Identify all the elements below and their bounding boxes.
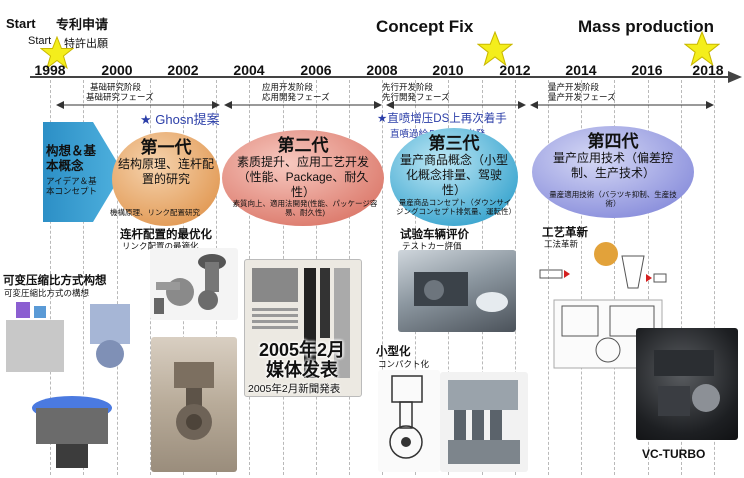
gen3-title: 第三代 <box>428 134 480 153</box>
year-label: 2010 <box>432 62 464 78</box>
year-label: 2006 <box>300 62 332 78</box>
gen4-text: 第四代 量产应用技术（偏差控制、生产技术） <box>546 132 680 181</box>
phase-adv-arrow <box>386 101 526 109</box>
patent-label-cn: 专利申请 <box>56 17 109 32</box>
linkage-caption: 连杆配置的最优化 <box>120 229 212 241</box>
concept-chevron-icon <box>43 122 123 222</box>
gen1-text: 第一代 结构原理、连杆配置的研究 <box>118 138 215 187</box>
linkage-caption-jp: リンク配置の最適化 <box>122 241 199 251</box>
gen1-title: 第一代 <box>140 138 192 157</box>
start-label: Start <box>6 16 36 31</box>
phase-app-arrow <box>224 101 382 109</box>
gen3-text: 第三代 量产商品概念（小型化概念排量、驾驶性） <box>398 134 510 198</box>
linkage-photo <box>150 248 238 320</box>
vcr-caption-jp: 可変圧縮比方式の構想 <box>4 288 90 298</box>
phase-basic-jp: 基础研究フェーズ <box>86 92 154 102</box>
media-caption-jp: 2005年2月新聞発表 <box>248 383 341 395</box>
concept-fix-label: Concept Fix <box>376 17 474 36</box>
phase-mass-jp: 量产开发フェーズ <box>548 92 616 102</box>
gen2-oval <box>222 130 384 226</box>
vcturbo-engine-photo <box>636 328 738 440</box>
test-caption-jp: テストカー評価 <box>402 241 462 251</box>
phase-adv-label: 先行开发阶段 先行開発フェーズ <box>382 82 450 102</box>
test-caption: 试验车辆评价 <box>400 229 469 241</box>
start-star-icon <box>40 36 74 70</box>
phase-app-jp: 応用開発フェーズ <box>262 92 330 102</box>
gen1-body: 结构原理、连杆配置的研究 <box>118 157 215 186</box>
year-label: 2002 <box>167 62 199 78</box>
vcr-piston-photo <box>32 396 112 468</box>
patent-label-jp: 特許出願 <box>64 38 108 50</box>
process-parts-photo <box>539 242 667 289</box>
phase-adv-cn: 先行开发阶段 <box>382 82 434 92</box>
grid-line <box>581 80 582 475</box>
gen4-jp: 量産適用技術（バラツキ抑制、生産技術） <box>549 190 677 208</box>
gen3-jp: 量産商品コンセプト（ダウンサイジングコンセプト排気量、運転性） <box>396 198 516 216</box>
gen1-jp: 機構原理、リンク配置研究 <box>110 208 200 217</box>
gen2-title: 第二代 <box>277 136 329 155</box>
year-label: 2018 <box>692 62 724 78</box>
grid-line <box>382 80 383 475</box>
phase-adv-jp: 先行開発フェーズ <box>382 92 450 102</box>
year-label: 2012 <box>499 62 531 78</box>
gen2-jp: 素質向上、適用法開発(性能、パッケージ容易、耐久性) <box>232 199 378 217</box>
year-label: 1998 <box>34 62 66 78</box>
gen4-oval <box>532 126 694 218</box>
timeline-axis <box>30 76 736 78</box>
phase-app-cn: 应用开发阶段 <box>262 82 314 92</box>
gen3-body: 量产商品概念（小型化概念排量、驾驶性） <box>399 153 508 197</box>
year-label: 2016 <box>631 62 663 78</box>
phase-mass-label: 量产开发阶段 量产开发フェーズ <box>548 82 616 102</box>
grid-line <box>714 80 715 475</box>
year-label: 2000 <box>101 62 133 78</box>
phase-app-label: 应用开发阶段 応用開発フェーズ <box>262 82 330 102</box>
mass-star-icon <box>684 31 720 67</box>
timeline-arrowhead-icon <box>728 71 742 83</box>
media-caption: 2005年2月媒体发表 <box>258 340 346 380</box>
year-label: 2008 <box>366 62 398 78</box>
start-label-jp: Start <box>28 35 52 47</box>
gen2-text: 第二代 素质提升、应用工艺开发（性能、Package、耐久性） <box>232 136 374 200</box>
phase-basic-label: 基础研究阶段 基础研究フェーズ <box>86 82 154 102</box>
vcturbo-caption: VC-TURBO <box>642 447 706 461</box>
grid-line <box>614 80 615 475</box>
grid-line <box>83 80 84 475</box>
engine-block-detail <box>174 362 214 440</box>
vcturbo-engine-detail <box>654 350 720 416</box>
year-label: 2014 <box>565 62 597 78</box>
gen4-body: 量产应用技术（偏差控制、生产技术） <box>552 151 673 180</box>
vcr-concept-photo <box>6 302 130 372</box>
concept-star-icon <box>477 31 513 67</box>
ghosn-note: ★ Ghosn提案 <box>140 112 220 127</box>
grid-line <box>117 80 118 475</box>
vcr-caption: 可变压缩比方式构想 <box>3 275 107 287</box>
gen3-oval <box>390 128 518 226</box>
process-caption-jp: 工法革新 <box>544 239 579 249</box>
phase-mass-arrow <box>530 101 714 109</box>
phase-basic-arrow <box>56 101 220 109</box>
compact-caption: 小型化 <box>376 346 411 358</box>
concept-label-cn: 构想＆基本概念 <box>46 144 97 173</box>
concept-label-jp: アイデア＆基本コンセプト <box>46 176 98 196</box>
restart-note: ★直喷增压DS上再次着手 <box>377 113 507 125</box>
gen2-body: 素质提升、应用工艺开发（性能、Package、耐久性） <box>236 155 369 199</box>
compact-engine-photo <box>378 370 440 472</box>
mass-production-label: Mass production <box>578 17 715 36</box>
test-car-detail <box>414 272 508 312</box>
gen4-title: 第四代 <box>587 132 639 151</box>
compact-caption-jp: コンパクト化 <box>378 359 430 369</box>
grid-line <box>681 80 682 475</box>
phase-basic-cn: 基础研究阶段 <box>90 82 142 92</box>
phase-mass-cn: 量产开发阶段 <box>548 82 600 92</box>
newspaper-detail <box>252 268 350 378</box>
year-label: 2004 <box>233 62 265 78</box>
process-caption: 工艺革新 <box>542 227 588 239</box>
gen1-oval <box>112 132 220 226</box>
grid-line <box>50 80 51 475</box>
cutaway-engine-photo <box>440 372 528 472</box>
